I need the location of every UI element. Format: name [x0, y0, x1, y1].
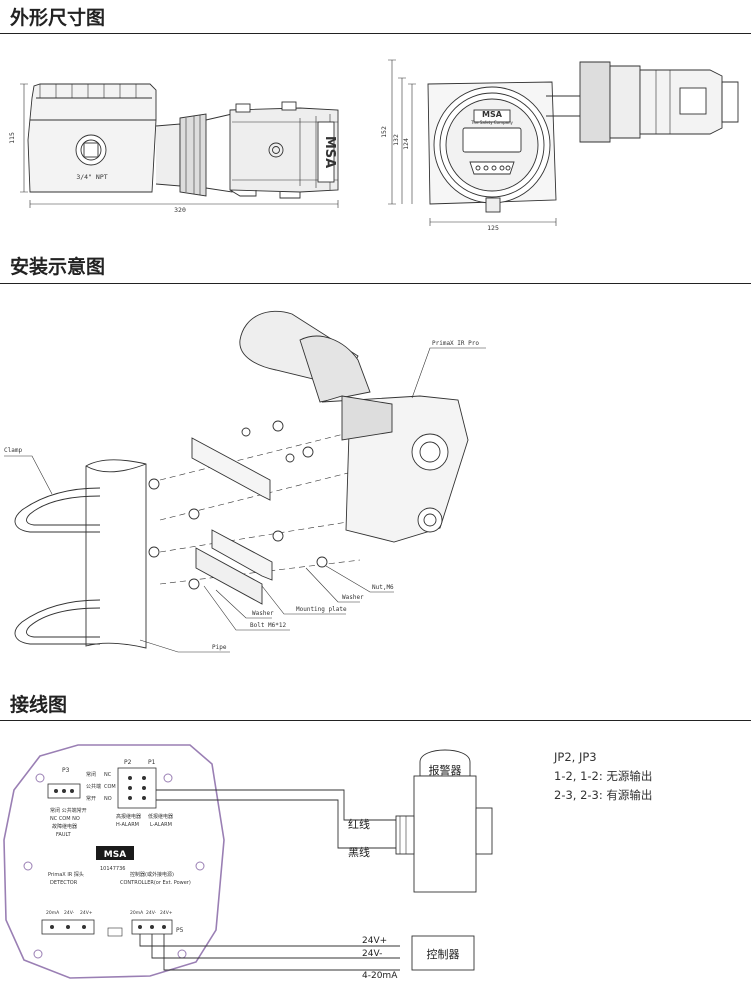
bolt-label: Bolt M6*12: [250, 622, 287, 629]
detector-en-label: DETECTOR: [50, 880, 78, 886]
dim-front-width: 125: [487, 224, 499, 232]
dim-front-h1: 152: [380, 126, 388, 138]
controller-term-24vm-label: 24V-: [146, 910, 157, 916]
section-divider: [0, 33, 751, 34]
cn-nc-label: 常闭: [86, 771, 96, 778]
terminal-board: [3, 744, 225, 979]
controller-term-20ma-label: 20mA: [130, 910, 144, 916]
relay-row-label: 常闭 公共端常开: [50, 807, 87, 814]
controller-term-24vp-label: 24V+: [160, 910, 173, 916]
section-title-dimensions: 外形尺寸图: [10, 7, 106, 29]
detector-term-20ma-label: 20mA: [46, 910, 60, 916]
en-no-label: NO: [104, 796, 112, 802]
board-brand-label: MSA: [104, 850, 126, 860]
fault-cn-label: 故障继电器: [52, 823, 77, 830]
controller-cn-label: 控制器(或外接电源): [130, 871, 174, 878]
relay-row-en-label: NC COM NO: [50, 816, 80, 822]
wire-420ma-label: 4-20mA: [362, 971, 398, 981]
tagline-label: The Safety Company: [470, 120, 513, 125]
controller-box-label: 控制器: [427, 947, 460, 961]
controller-en-label: CONTROLLER(or Ext. Power): [120, 880, 191, 886]
section-divider: [0, 720, 751, 721]
en-com-label: COM: [104, 784, 116, 790]
side-brand-label: MSA: [322, 136, 337, 168]
clamp-label: Clamp: [4, 447, 22, 454]
front-view: [427, 61, 739, 213]
wire-24vp-label: 24V+: [362, 936, 387, 946]
detector-cn-label: PrimaX IR 探头: [48, 871, 84, 878]
dim-side-width: 320: [174, 206, 186, 214]
cn-no-label: 常开: [86, 795, 96, 802]
wiring-lines: [139, 749, 493, 971]
npt-label: 3/4" NPT: [76, 173, 107, 181]
washer-right-label: Washer: [342, 594, 364, 601]
wire-24vm-label: 24V-: [362, 949, 382, 959]
mounting-plate-label: Mounting plate: [296, 606, 347, 613]
p2-label: P2: [124, 759, 132, 766]
pipe-label: Pipe: [212, 644, 227, 651]
high-alarm-cn-label: 高报继电器: [116, 813, 141, 820]
detector-term-24vp-label: 24V+: [80, 910, 93, 916]
red-wire-label: 红线: [348, 817, 370, 831]
nut-label: Nut,M6: [372, 584, 394, 591]
low-alarm-en-label: L-ALARM: [150, 822, 172, 828]
alarm-device-label: 报警器: [429, 763, 462, 777]
en-nc-label: NC: [104, 772, 112, 778]
front-brand-label: MSA: [482, 110, 503, 119]
jumper-legend-passive: 1-2, 1-2: 无源输出: [554, 769, 653, 783]
dim-front-h3: 124: [402, 138, 410, 150]
washer-left-label: Washer: [252, 610, 274, 617]
low-alarm-cn-label: 低报继电器: [148, 813, 173, 820]
dim-front-h2: 132: [392, 134, 400, 146]
p1-label: P1: [148, 759, 156, 766]
fault-en-label: FAULT: [56, 832, 72, 838]
p3-label: P3: [62, 767, 70, 774]
black-wire-label: 黑线: [348, 845, 370, 859]
cn-com-label: 公共端: [86, 783, 101, 790]
section-title-install: 安装示意图: [10, 256, 106, 278]
jumper-legend-title: JP2, JP3: [554, 750, 597, 764]
section-title-wiring: 接线图: [10, 694, 68, 716]
install-diagram: [4, 310, 486, 653]
dim-side-height: 115: [8, 132, 16, 144]
p5-label: P5: [176, 927, 184, 934]
detector-term-24vm-label: 24V-: [64, 910, 75, 916]
section-divider: [0, 283, 751, 284]
high-alarm-en-label: H-ALARM: [116, 822, 139, 828]
jumper-legend-active: 2-3, 2-3: 有源输出: [554, 788, 653, 802]
side-view: MSA: [27, 83, 339, 199]
board-id-label: 10147736: [100, 866, 125, 872]
product-label: PrimaX IR Pro: [432, 340, 479, 347]
